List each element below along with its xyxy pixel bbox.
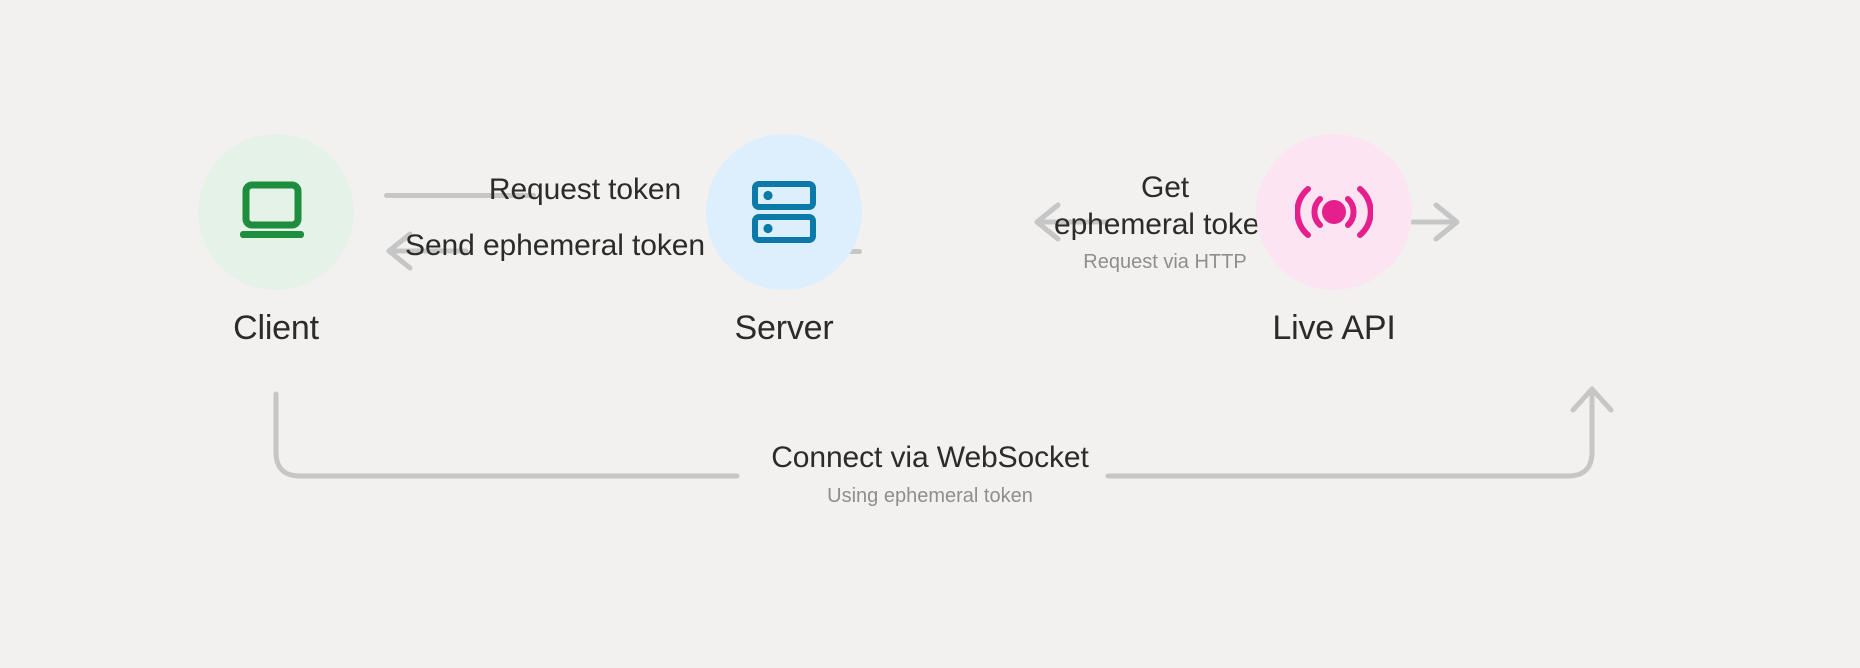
edge-title-get-token-line2: ephemeral token	[1054, 207, 1276, 241]
broadcast-signal-icon	[1295, 186, 1373, 238]
node-client-circle	[198, 134, 354, 290]
send-token-arrow-left	[386, 231, 469, 271]
edge-label-get-ephemeral-token: Get ephemeral token Request via HTTP	[1000, 170, 1330, 275]
node-server[interactable]: Server	[684, 134, 884, 347]
edge-label-connect-websocket: Connect via WebSocket Using ephemeral to…	[700, 440, 1160, 508]
laptop-icon	[240, 181, 304, 238]
edge-label-request-token: Request token	[455, 172, 715, 209]
node-live-api-circle	[1256, 134, 1412, 290]
edge-title-send-ephemeral-token: Send ephemeral token	[405, 229, 705, 262]
edge-subtitle-get-token: Request via HTTP	[1083, 251, 1247, 274]
get-token-arrow-left	[1034, 202, 1109, 242]
request-token-line-left	[384, 193, 536, 198]
node-server-circle	[706, 134, 862, 290]
edge-title-connect-websocket: Connect via WebSocket	[771, 441, 1089, 474]
edge-subtitle-connect-websocket: Using ephemeral token	[827, 484, 1033, 507]
node-client-label: Client	[233, 309, 319, 347]
node-client[interactable]: Client	[176, 134, 376, 347]
edge-title-request-token: Request token	[488, 173, 682, 206]
node-live-api[interactable]: Live API	[1234, 134, 1434, 347]
node-server-label: Server	[734, 309, 834, 347]
edge-title-get-token-line1: Get	[1140, 171, 1190, 204]
server-rack-icon	[752, 181, 816, 243]
edge-label-send-ephemeral-token: Send ephemeral token	[350, 228, 760, 265]
node-live-api-label: Live API	[1272, 309, 1396, 347]
